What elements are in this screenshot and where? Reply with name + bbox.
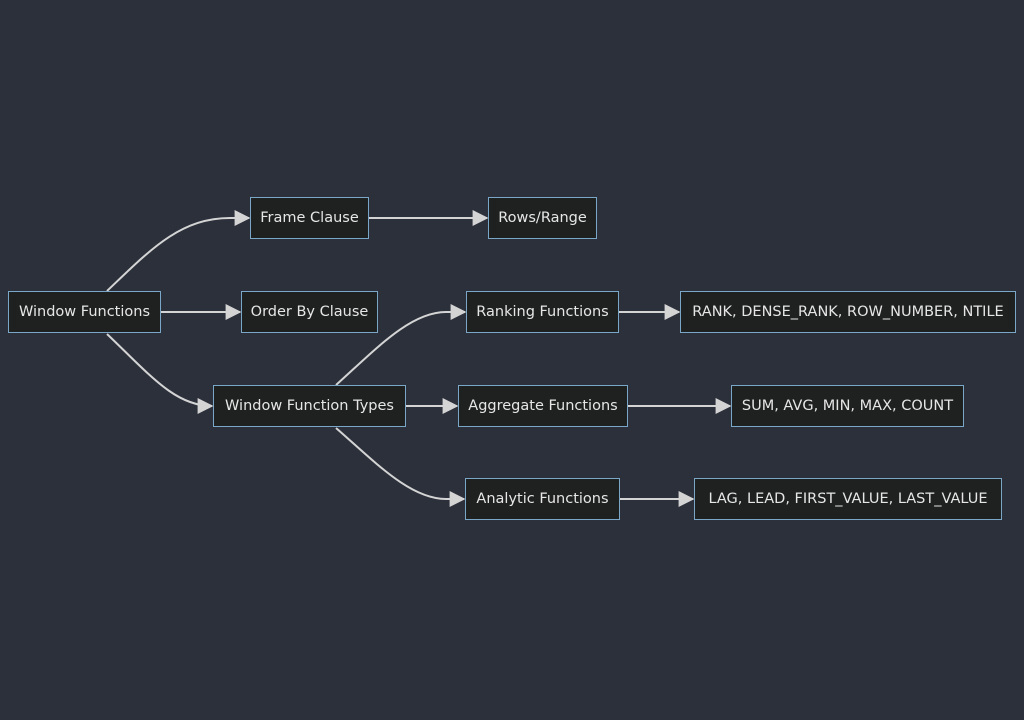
node-aggregate-list: SUM, AVG, MIN, MAX, COUNT <box>731 385 964 427</box>
node-window-function-types: Window Function Types <box>213 385 406 427</box>
edge-types-to-analytic-functions <box>335 427 466 507</box>
node-window-functions: Window Functions <box>8 291 161 333</box>
node-ranking-functions: Ranking Functions <box>466 291 619 333</box>
node-aggregate-functions: Aggregate Functions <box>458 385 628 427</box>
node-order-by-clause: Order By Clause <box>241 291 378 333</box>
node-analytic-functions: Analytic Functions <box>465 478 620 520</box>
node-frame-clause: Frame Clause <box>250 197 369 239</box>
node-analytic-list: LAG, LEAD, FIRST_VALUE, LAST_VALUE <box>694 478 1002 520</box>
node-ranking-list: RANK, DENSE_RANK, ROW_NUMBER, NTILE <box>680 291 1016 333</box>
edge-window-functions-to-frame-clause <box>106 210 251 292</box>
edge-types-to-ranking-functions <box>335 304 467 386</box>
node-rows-range: Rows/Range <box>488 197 597 239</box>
edge-window-functions-to-window-function-types <box>106 333 214 414</box>
